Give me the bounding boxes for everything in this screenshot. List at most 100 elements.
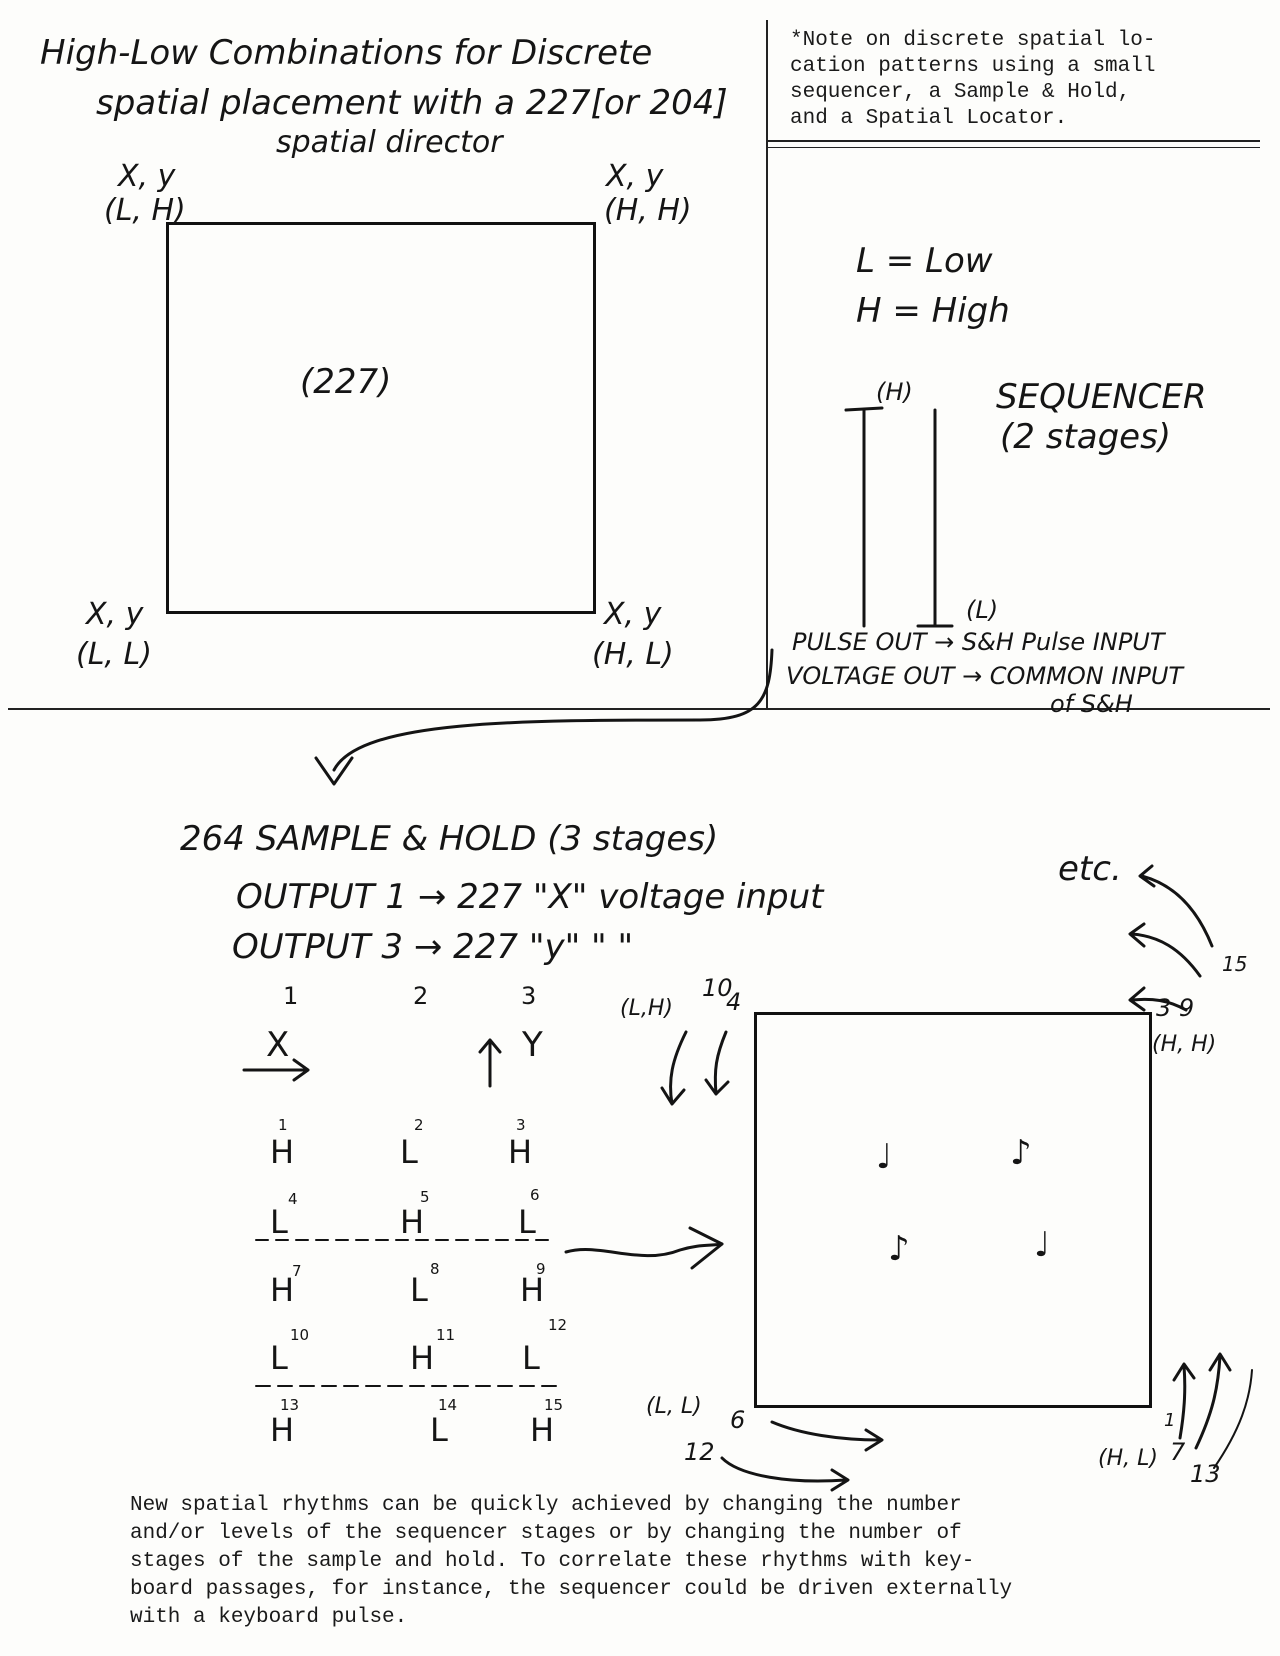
sequencer-stage-1-cap — [844, 406, 884, 412]
bottom-bl-label: (L, L) — [646, 1394, 702, 1419]
cell-12: L — [522, 1339, 540, 1377]
eighth-note-icon-2: ♪ — [888, 1229, 910, 1269]
cell-num-7: 7 — [292, 1262, 302, 1280]
sequencer-title: SEQUENCER — [996, 377, 1207, 417]
flow-arrow — [332, 648, 774, 772]
cell-num-12: 12 — [548, 1316, 568, 1334]
bottom-tr-num-15: 15 — [1222, 952, 1248, 976]
cell-14: L — [430, 1411, 448, 1449]
note-underline-2 — [768, 147, 1260, 148]
br-up-arrow-3 — [1213, 1369, 1253, 1469]
bottom-bl-num-6: 6 — [730, 1406, 746, 1434]
cell-3: H — [508, 1133, 533, 1171]
legend-low: L = Low — [856, 241, 993, 281]
caption-line-5: with a keyboard pulse. — [130, 1606, 408, 1629]
cell-num-2: 2 — [414, 1116, 424, 1134]
corner-label-tr: (H, H) — [604, 193, 692, 228]
bottom-br-num-7: 7 — [1170, 1438, 1186, 1466]
tl-down-arrow-2 — [704, 1030, 730, 1096]
cell-num-3: 3 — [516, 1116, 526, 1134]
caption-line-3: stages of the sample and hold. To correl… — [130, 1550, 975, 1573]
cell-5: H — [400, 1203, 425, 1241]
legend-high: H = High — [856, 291, 1010, 331]
bottom-tl-num-4: 4 — [726, 988, 742, 1016]
spatial-director-square — [166, 222, 596, 614]
cell-num-1: 1 — [278, 1116, 288, 1134]
eighth-note-icon-1: ♪ — [1010, 1133, 1032, 1173]
placement-square — [754, 1012, 1152, 1408]
corner-xy-br: X, y — [604, 597, 662, 632]
cell-num-15: 15 — [544, 1396, 564, 1414]
note-line-1: *Note on discrete spatial lo- — [790, 29, 1156, 52]
flow-arrowhead-icon — [314, 756, 354, 786]
axis-x-label: X — [266, 1025, 290, 1065]
tr-up-arrow-2 — [1128, 922, 1202, 978]
quarter-note-icon-2: ♩ — [1034, 1225, 1051, 1265]
note-line-3: sequencer, a Sample & Hold, — [790, 81, 1131, 104]
y-arrow-icon — [478, 1038, 502, 1088]
bottom-tl-label: (L,H) — [620, 996, 673, 1021]
cell-10: L — [270, 1339, 288, 1377]
note-line-2: cation patterns using a small — [790, 55, 1156, 78]
caption-line-4: board passages, for instance, the sequen… — [130, 1578, 1013, 1601]
bottom-br-num-1: 1 — [1164, 1410, 1176, 1431]
corner-label-bl: (L, L) — [76, 637, 152, 672]
cell-1: H — [270, 1133, 295, 1171]
bottom-tr-label: (H, H) — [1152, 1032, 1217, 1057]
bottom-tr-nums: 3 9 — [1156, 994, 1195, 1022]
bottom-bl-num-12: 12 — [684, 1438, 715, 1466]
title-line-1: High-Low Combinations for Discrete — [40, 33, 653, 73]
cell-num-8: 8 — [430, 1260, 440, 1278]
bottom-br-label: (H, L) — [1098, 1446, 1158, 1471]
sample-hold-title: 264 SAMPLE & HOLD (3 stages) — [180, 819, 719, 859]
cell-15: H — [530, 1411, 555, 1449]
cell-num-4: 4 — [288, 1190, 298, 1208]
cell-11: H — [410, 1339, 435, 1377]
etc-label: etc. — [1058, 849, 1122, 889]
corner-xy-tl: X, y — [118, 159, 176, 194]
table-to-square-arrowhead-icon — [688, 1226, 724, 1270]
caption-line-1: New spatial rhythms can be quickly achie… — [130, 1494, 962, 1517]
pulse-out-line: PULSE OUT → S&H Pulse INPUT — [792, 628, 1165, 656]
stage-header-2: 2 — [413, 982, 429, 1010]
output-1-line: OUTPUT 1 → 227 "X" voltage input — [236, 877, 824, 917]
voltage-out-line: VOLTAGE OUT → COMMON INPUT — [786, 662, 1184, 690]
title-line-3: spatial director — [276, 125, 503, 160]
stage-header-1: 1 — [283, 982, 299, 1010]
stage-header-3: 3 — [521, 982, 537, 1010]
output-3-line: OUTPUT 3 → 227 "y" " " — [232, 927, 634, 967]
low-level-mark: (L) — [966, 596, 999, 624]
tl-down-arrow-1 — [660, 1030, 688, 1106]
corner-label-br: (H, L) — [592, 637, 674, 672]
quarter-note-icon-1: ♩ — [876, 1137, 893, 1177]
square-label: (227) — [300, 362, 392, 402]
corner-xy-tr: X, y — [606, 159, 664, 194]
cell-13: H — [270, 1411, 295, 1449]
cell-9: H — [520, 1271, 545, 1309]
cell-num-5: 5 — [420, 1188, 430, 1206]
table-to-square-arrow — [564, 1242, 724, 1258]
cell-6: L — [518, 1203, 536, 1241]
note-line-4: and a Spatial Locator. — [790, 107, 1068, 130]
high-level-mark: (H) — [876, 378, 913, 406]
note-underline — [768, 140, 1260, 142]
sequencer-stages: (2 stages) — [1000, 417, 1172, 457]
cell-num-6: 6 — [530, 1186, 540, 1204]
note-text: *Note on discrete spatial lo- cation pat… — [790, 28, 1155, 132]
cell-num-10: 10 — [290, 1326, 310, 1344]
cell-num-9: 9 — [536, 1260, 546, 1278]
corner-xy-bl: X, y — [86, 597, 144, 632]
bottom-br-num-13: 13 — [1190, 1460, 1221, 1488]
vertical-divider — [766, 20, 768, 710]
cell-num-13: 13 — [280, 1396, 300, 1414]
caption: New spatial rhythms can be quickly achie… — [130, 1492, 1012, 1632]
tr-up-arrow-3 — [1138, 864, 1214, 948]
voltage-out-line-2: of S&H — [1050, 690, 1133, 718]
cell-4: L — [270, 1203, 288, 1241]
cell-2: L — [400, 1133, 418, 1171]
br-up-arrow-1 — [1172, 1362, 1196, 1440]
bl-right-arrow-1 — [770, 1420, 884, 1452]
title-line-2: spatial placement with a 227[or 204] — [96, 83, 728, 123]
bl-right-arrow-2 — [720, 1456, 850, 1492]
caption-line-2: and/or levels of the sequencer stages or… — [130, 1522, 962, 1545]
